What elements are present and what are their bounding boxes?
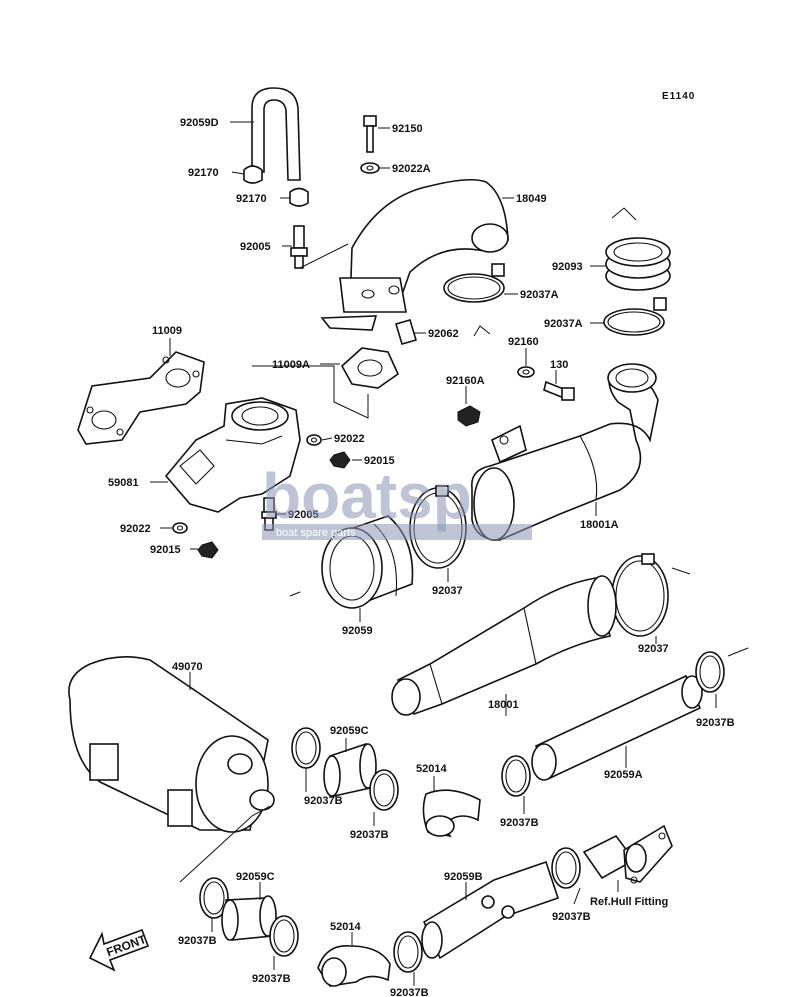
- expansion-chamber-18001A[interactable]: [471, 363, 659, 541]
- washer-92022b[interactable]: [172, 522, 188, 534]
- label-92022a: 92022: [334, 433, 365, 445]
- clamp-92037B-3[interactable]: [501, 755, 531, 797]
- label-92022A: 92022A: [392, 163, 431, 175]
- label-92005a: 92005: [240, 241, 271, 253]
- clamp-92037B-2[interactable]: [369, 769, 399, 811]
- nut-92015a[interactable]: [329, 451, 351, 469]
- label-92170b: 92170: [236, 193, 267, 205]
- watermark-brand: boatsp: [262, 460, 472, 532]
- label-92037B-7: 92037B: [252, 973, 291, 985]
- label-92037A-right: 92037A: [544, 318, 583, 330]
- label-92059: 92059: [342, 625, 373, 637]
- label-92037-upper: 92037: [432, 585, 463, 597]
- gasket-11009[interactable]: [77, 351, 205, 445]
- clamp-92037B-7[interactable]: [393, 931, 423, 973]
- bellows-92093[interactable]: [605, 237, 671, 291]
- label-92059C-lower: 92059C: [236, 871, 275, 883]
- hose-92059A[interactable]: [531, 674, 703, 781]
- clamp-92037B-4[interactable]: [695, 651, 725, 693]
- watermark: boatsp boat spare parts: [262, 460, 532, 540]
- muffler-49070[interactable]: [68, 656, 275, 833]
- bolt-130[interactable]: [543, 380, 575, 401]
- label-92059C-upper: 92059C: [330, 725, 369, 737]
- washer-92160[interactable]: [517, 366, 535, 378]
- label-92059B: 92059B: [444, 871, 483, 883]
- label-92037A-center: 92037A: [520, 289, 559, 301]
- label-92037-lower: 92037: [638, 643, 669, 655]
- part-labels: 92059D 92170 92170 92005 92150 92022A 18…: [108, 117, 735, 997]
- clamp-92037A-right[interactable]: [603, 297, 667, 336]
- hose-92059C-lower[interactable]: [221, 895, 277, 941]
- label-49070: 49070: [172, 661, 203, 673]
- clamp-92170a[interactable]: [243, 165, 263, 184]
- clamp-92037B-5[interactable]: [199, 877, 229, 919]
- label-92037B-5: 92037B: [552, 911, 591, 923]
- label-92059A: 92059A: [604, 769, 643, 781]
- label-92005b: 92005: [288, 509, 319, 521]
- leader-lines: [150, 121, 749, 986]
- washer-92022A[interactable]: [360, 162, 380, 174]
- label-92022b: 92022: [120, 523, 151, 535]
- gasket-11009A[interactable]: [340, 347, 400, 389]
- clamp-92037B-8[interactable]: [551, 847, 581, 889]
- clamp-92037B-6[interactable]: [269, 915, 299, 957]
- clamp-92037-lower[interactable]: [611, 553, 669, 637]
- label-92037B-1: 92037B: [304, 795, 343, 807]
- label-92062: 92062: [428, 328, 459, 340]
- nut-92015b[interactable]: [197, 541, 219, 559]
- watermark-tagline: boat spare parts: [276, 527, 356, 539]
- label-92160A: 92160A: [446, 375, 485, 387]
- washer-92022a[interactable]: [306, 434, 322, 446]
- manifold-elbow-18049[interactable]: [320, 178, 509, 331]
- hose-92059C-upper[interactable]: [323, 742, 377, 797]
- label-92037B-2: 92037B: [350, 829, 389, 841]
- hose-92059B[interactable]: [421, 860, 560, 960]
- clamp-92170b[interactable]: [289, 187, 309, 207]
- label-11009A: 11009A: [272, 359, 310, 371]
- bolt-92150[interactable]: [363, 115, 377, 153]
- label-52014-upper: 52014: [416, 763, 447, 775]
- label-92037B-3: 92037B: [500, 817, 539, 829]
- label-130: 130: [550, 359, 568, 371]
- label-92093: 92093: [552, 261, 583, 273]
- front-arrow-icon: FRONT: [88, 928, 150, 972]
- label-92170a: 92170: [188, 167, 219, 179]
- label-92037B-4: 92037B: [696, 717, 735, 729]
- label-59081: 59081: [108, 477, 139, 489]
- stud-92062[interactable]: [395, 319, 417, 345]
- clamp-92037B-1[interactable]: [291, 727, 321, 769]
- expansion-pipe-18001[interactable]: [391, 575, 617, 716]
- label-18001: 18001: [488, 699, 519, 711]
- label-92150: 92150: [392, 123, 423, 135]
- label-92037B-6: 92037B: [178, 935, 217, 947]
- label-18049: 18049: [516, 193, 547, 205]
- nut-92160A[interactable]: [457, 405, 481, 427]
- manifold-59081[interactable]: [164, 397, 301, 513]
- label-92015a: 92015: [364, 455, 395, 467]
- label-92059D: 92059D: [180, 117, 219, 129]
- label-11009: 11009: [152, 325, 182, 337]
- fitting-92005a[interactable]: [290, 225, 308, 269]
- clamp-92037A-center[interactable]: [443, 263, 505, 303]
- elbow-52014-upper[interactable]: [422, 789, 481, 838]
- label-92037B-8: 92037B: [390, 987, 429, 997]
- label-92160: 92160: [508, 336, 539, 348]
- label-92015b: 92015: [150, 544, 181, 556]
- hull-fitting[interactable]: [582, 824, 673, 884]
- hose-92059D[interactable]: [251, 87, 301, 181]
- diagram-code: E1140: [662, 91, 695, 102]
- label-18001A: 18001A: [580, 519, 619, 531]
- elbow-52014-lower[interactable]: [317, 945, 391, 987]
- label-52014-lower: 52014: [330, 921, 361, 933]
- label-ref-hull-fitting: Ref.Hull Fitting: [590, 896, 668, 908]
